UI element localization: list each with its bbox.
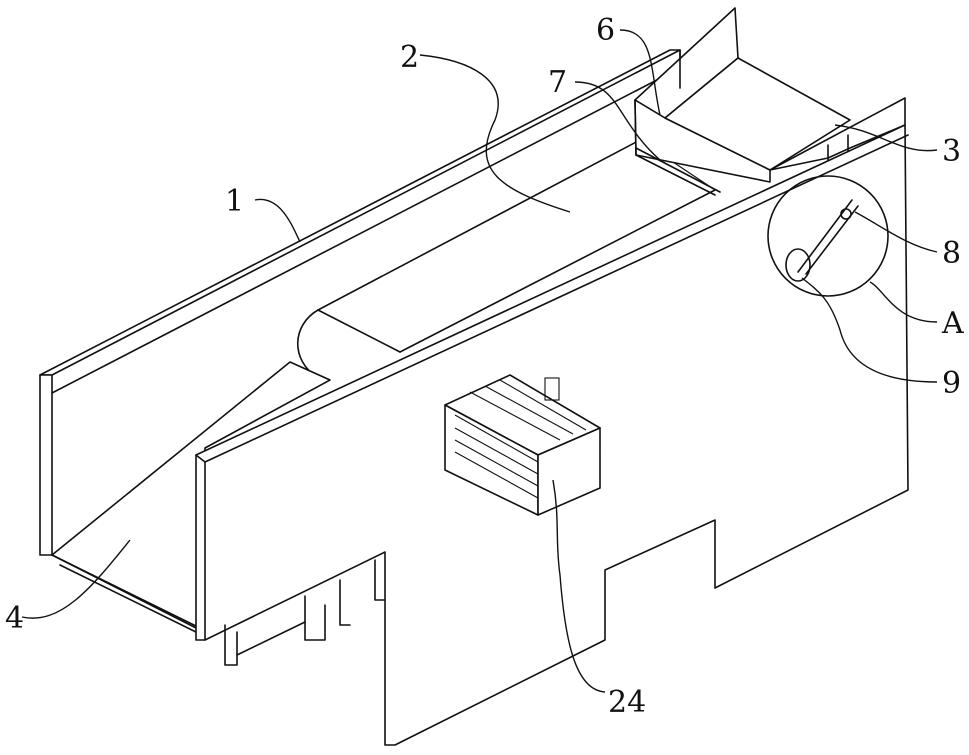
- label-9: 9: [942, 366, 961, 401]
- label-24: 24: [608, 685, 646, 720]
- label-6: 6: [596, 13, 615, 48]
- label-3: 3: [942, 134, 961, 169]
- label-1: 1: [225, 184, 244, 219]
- label-2: 2: [400, 40, 419, 75]
- label-4: 4: [5, 601, 24, 636]
- label-7: 7: [548, 65, 567, 100]
- label-8: 8: [942, 236, 961, 271]
- label-a: A: [941, 306, 964, 341]
